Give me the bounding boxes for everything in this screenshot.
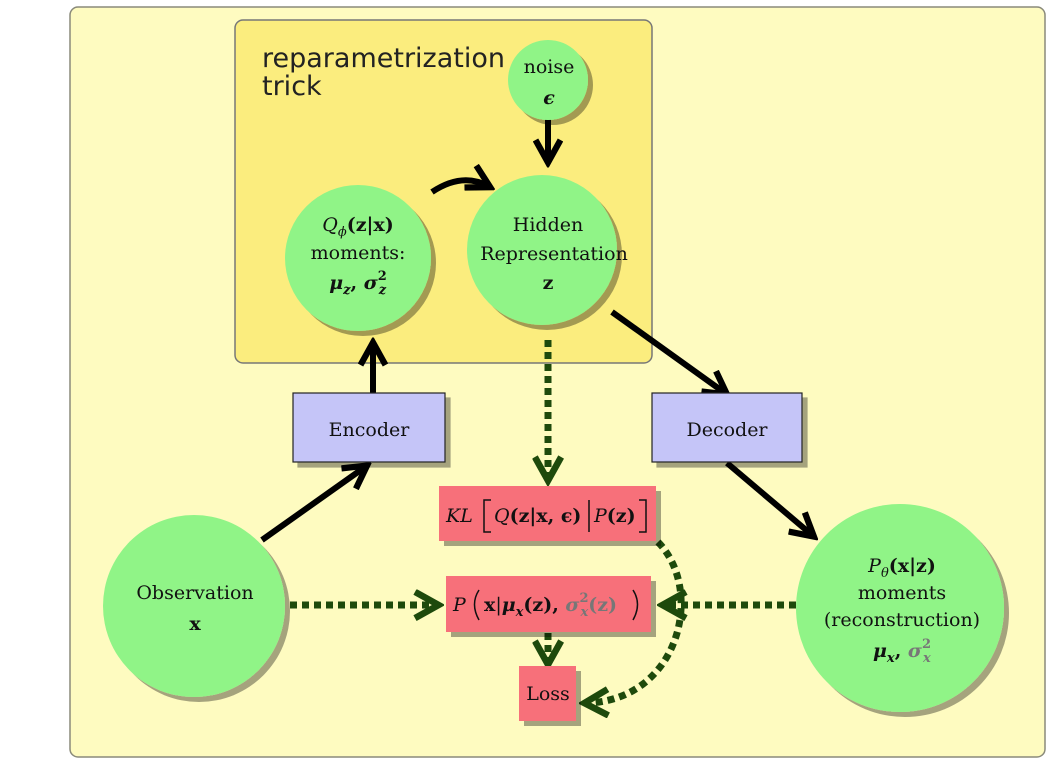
q-posterior-label: Qϕ(z|x) xyxy=(322,214,393,240)
loss-box xyxy=(519,666,576,721)
hidden-label-line1: Hidden xyxy=(513,214,583,236)
hidden-label-line2: Representation xyxy=(480,243,628,265)
encoder-box xyxy=(292,392,446,463)
noise-label: noise xyxy=(524,56,575,78)
kl-box xyxy=(439,486,656,541)
svg-text:Q(z|x, ϵ): Q(z|x, ϵ) xyxy=(494,505,581,527)
p-moments-node xyxy=(796,504,1004,712)
decoder-box xyxy=(651,392,803,463)
epsilon-symbol: ϵ xyxy=(543,87,555,109)
arrow-observation-to-encoder xyxy=(260,467,365,543)
trick-title-line2: trick xyxy=(262,71,322,102)
arrow-decoder-to-p xyxy=(725,460,812,535)
svg-text:KL: KL xyxy=(445,505,473,527)
observation-node xyxy=(103,515,285,697)
noise-node xyxy=(508,40,588,120)
svg-text:P(z): P(z) xyxy=(593,505,636,527)
p-reconstruction-label: (reconstruction) xyxy=(824,609,980,631)
likelihood-box xyxy=(446,576,651,632)
kl-expression: KL Q(z|x, ϵ) P(z) xyxy=(445,499,647,533)
hidden-label-z: z xyxy=(543,272,554,294)
svg-text:x|μx(z), σ2x(z): x|μx(z), σ2x(z) xyxy=(484,591,617,620)
p-likelihood-label: Pθ(x|z) xyxy=(867,555,936,581)
dotted-arrows xyxy=(290,340,796,703)
p-moments-label: moments xyxy=(858,582,946,604)
loss-label: Loss xyxy=(526,683,570,705)
q-moments-node xyxy=(285,185,431,331)
hidden-representation-node xyxy=(467,175,617,325)
arrow-hidden-to-decoder xyxy=(610,309,725,393)
encoder-label: Encoder xyxy=(329,419,411,441)
svg-text:P: P xyxy=(452,594,467,616)
observation-label: Observation xyxy=(136,582,253,604)
decoder-label: Decoder xyxy=(686,419,768,441)
solid-arrows xyxy=(260,116,812,543)
arrow-kl-to-loss xyxy=(587,539,685,703)
arrow-q-to-hidden xyxy=(430,180,488,195)
q-moments-label: moments: xyxy=(311,242,406,264)
trick-title-line1: reparametrization xyxy=(262,43,505,74)
observation-x: x xyxy=(189,613,201,635)
